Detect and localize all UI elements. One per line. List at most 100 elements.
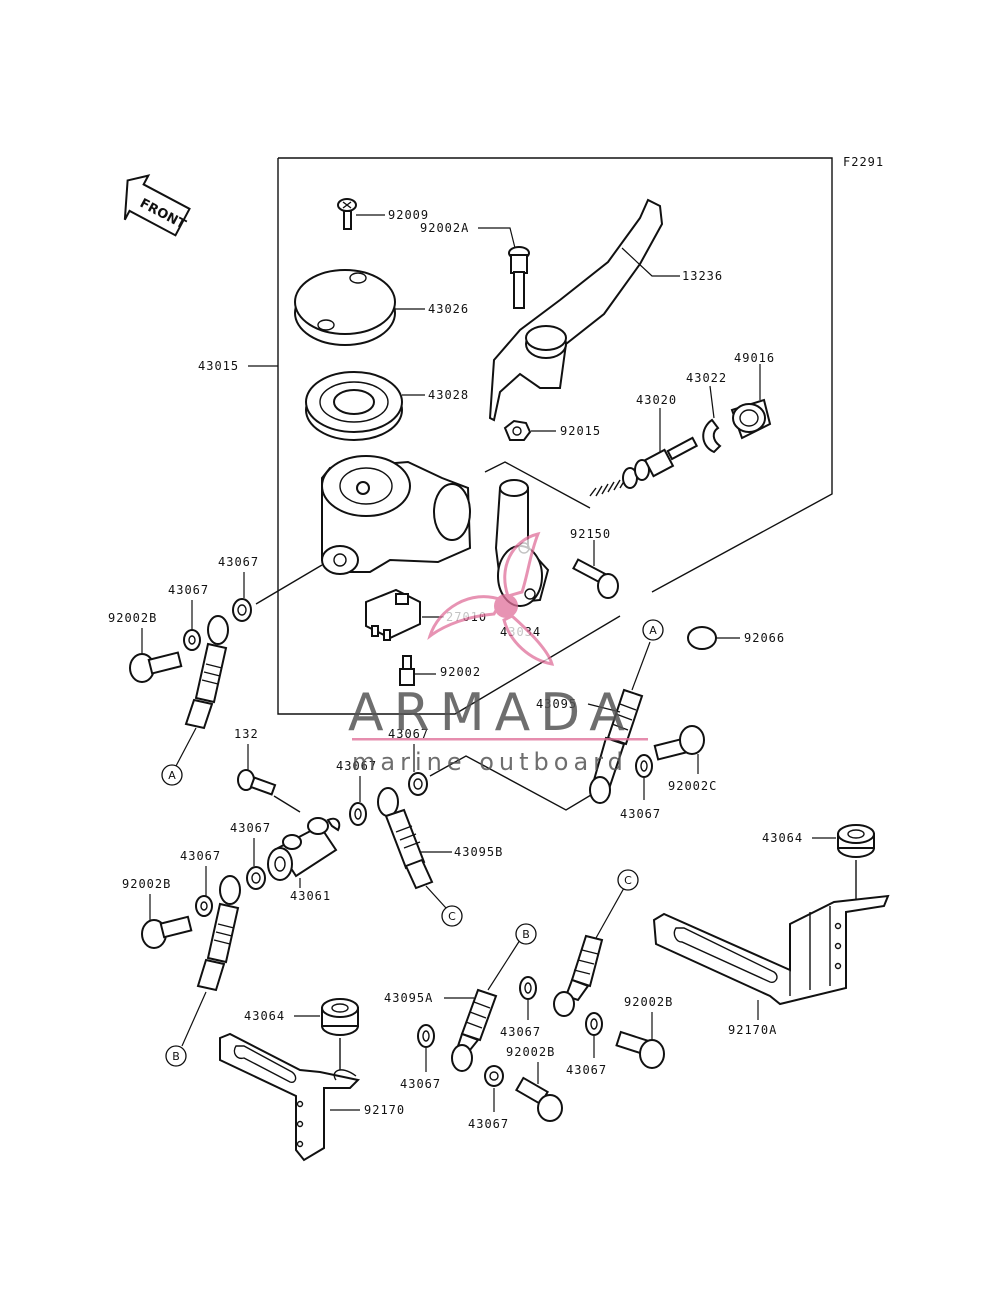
washer-path-line-c <box>429 755 597 811</box>
callout-a2: A <box>642 619 664 641</box>
svg-text:A: A <box>168 769 176 782</box>
diaphragm-43028-icon <box>305 371 403 441</box>
label-92002B-c: 92002B <box>506 1045 555 1059</box>
label-43064-b: 43064 <box>244 1009 285 1023</box>
callout-c1: C <box>441 905 463 927</box>
cap-92066-icon <box>687 626 717 650</box>
leader-callout-c2 <box>595 887 625 939</box>
screw-92002-icon <box>399 655 415 686</box>
armada-watermark: ARMADA marine outboard <box>348 531 648 776</box>
propeller-blade-3 <box>502 614 555 666</box>
svg-text:A: A <box>649 624 657 637</box>
label-92015: 92015 <box>560 424 601 438</box>
bolt-92150-icon <box>572 558 619 599</box>
boot-49016-icon <box>730 398 772 440</box>
label-43067-i: 43067 <box>400 1077 441 1091</box>
screw-92009-icon <box>337 198 357 230</box>
leader-43095 <box>587 703 621 713</box>
switch-27010-icon <box>365 588 421 641</box>
label-92002C: 92002C <box>668 779 717 793</box>
leader-43022 <box>709 385 715 419</box>
banjo-bolt-92002B-a-icon <box>129 651 183 683</box>
callout-c2: C <box>617 869 639 891</box>
label-13236: 13236 <box>682 269 723 283</box>
leader-callout-a1 <box>175 727 197 767</box>
washer-43067-g-icon <box>195 895 213 917</box>
washer-43067-b-icon <box>183 629 201 651</box>
hose-fitting-43095B-icon <box>377 787 434 890</box>
svg-text:B: B <box>522 928 530 941</box>
leader-callout-b1 <box>181 991 207 1047</box>
leader-callout-c1 <box>425 885 447 909</box>
bolt-132-path <box>273 795 301 813</box>
label-92002B-a: 92002B <box>108 611 157 625</box>
leader-92002A <box>478 227 516 249</box>
label-43064-a: 43064 <box>762 831 803 845</box>
grommet-43064-a-icon <box>837 824 875 858</box>
label-43022: 43022 <box>686 371 727 385</box>
front-arrow-icon: FRONT <box>123 174 191 237</box>
pivot-bolt-92002A-icon <box>508 246 530 309</box>
bracket-92170A-icon <box>652 894 890 1006</box>
propeller-blade-1 <box>427 595 505 640</box>
grommet-43064-b-icon <box>321 998 359 1036</box>
piston-assembly-43020-icon <box>589 436 699 497</box>
label-43067-j: 43067 <box>566 1063 607 1077</box>
svg-text:B: B <box>172 1050 180 1063</box>
label-43026: 43026 <box>428 302 469 316</box>
label-43095B: 43095B <box>454 845 503 859</box>
assembly-frame-left <box>277 158 621 715</box>
label-43067-k: 43067 <box>468 1117 509 1131</box>
washer-path-line-a <box>255 564 323 605</box>
label-132: 132 <box>234 727 259 741</box>
label-92009: 92009 <box>388 208 429 222</box>
washer-43067-a-icon <box>232 598 252 622</box>
label-92170A: 92170A <box>728 1023 777 1037</box>
banjo-bolt-92002B-c-icon <box>515 1076 563 1122</box>
propeller-hub <box>494 594 518 618</box>
label-43067-a: 43067 <box>218 555 259 569</box>
figure-code: F2291 <box>843 155 884 169</box>
leader-callout-b2 <box>487 939 521 991</box>
label-43067-f: 43067 <box>620 807 661 821</box>
watermark-tagline: marine outboard <box>352 748 628 776</box>
leader-13236 <box>621 247 680 277</box>
label-43067-h: 43067 <box>500 1025 541 1039</box>
watermark-brand: ARMADA <box>348 683 635 743</box>
hose-fitting-43095A-icon <box>451 988 498 1072</box>
label-49016: 49016 <box>734 351 775 365</box>
label-92150: 92150 <box>570 527 611 541</box>
leader-clamp-line <box>484 461 591 509</box>
label-43067-c: 43067 <box>388 727 429 741</box>
label-92002B-d: 92002B <box>624 995 673 1009</box>
label-43015: 43015 <box>198 359 239 373</box>
hose-fitting-c2-icon <box>553 934 604 1017</box>
master-cylinder-body-icon <box>321 455 472 575</box>
label-92002A: 92002A <box>420 221 469 235</box>
banjo-bolt-92002B-d-icon <box>615 1030 665 1069</box>
hose-fitting-43095-icon <box>589 688 644 804</box>
watermark-underline <box>352 738 648 741</box>
washer-43067-e-icon <box>246 866 266 890</box>
label-43020: 43020 <box>636 393 677 407</box>
bracket-92170-icon <box>219 1032 361 1162</box>
leader-callout-a2 <box>631 641 651 691</box>
callout-b1: B <box>165 1045 187 1067</box>
hose-fitting-a-icon <box>184 615 229 730</box>
washer-43067-c-icon <box>408 772 428 796</box>
washer-43067-h-icon <box>519 976 537 1000</box>
banjo-bolt-92002C-icon <box>653 725 705 761</box>
propeller-blade-2 <box>503 531 541 598</box>
washer-43067-k-icon <box>484 1065 504 1087</box>
label-43061: 43061 <box>290 889 331 903</box>
label-43095: 43095 <box>536 697 577 711</box>
svg-text:C: C <box>624 874 632 887</box>
label-43028: 43028 <box>428 388 469 402</box>
label-43067-e: 43067 <box>230 821 271 835</box>
circlip-43022-icon <box>702 418 722 454</box>
cover-43026-icon <box>294 269 396 346</box>
banjo-bolt-92002B-b-icon <box>141 915 193 949</box>
washer-43067-j-icon <box>585 1012 603 1036</box>
nut-92015-icon <box>503 419 532 441</box>
